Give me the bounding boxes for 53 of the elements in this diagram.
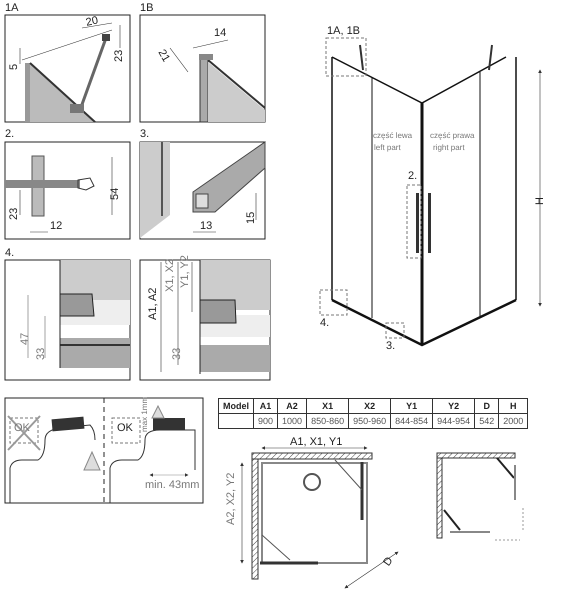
dimension-value: 13 bbox=[200, 221, 212, 232]
panel-number: 3. bbox=[140, 129, 150, 140]
dimension-value: 5 bbox=[9, 64, 20, 70]
dimension-value: 47 bbox=[20, 332, 31, 345]
column-header: X1 bbox=[306, 398, 349, 414]
callout-label: 3. bbox=[386, 341, 396, 352]
dimension-label: A2, X2, Y2 bbox=[226, 472, 237, 525]
column-header: A1 bbox=[254, 398, 278, 414]
tolerance-note: max 1mm bbox=[141, 396, 149, 432]
table-value: 2000 bbox=[498, 414, 528, 428]
column-header: H bbox=[498, 398, 528, 414]
dimension-value: 12 bbox=[50, 221, 62, 232]
column-header: Model bbox=[218, 398, 254, 414]
status-label: OK bbox=[117, 423, 133, 434]
part-label: część prawa bbox=[430, 132, 474, 140]
dimension-value: 23 bbox=[114, 50, 125, 62]
table-value: 542 bbox=[474, 414, 499, 428]
callout-label: 1A, 1B bbox=[327, 26, 360, 37]
dimension-value: 54 bbox=[110, 188, 121, 200]
panel-number: 1A bbox=[5, 3, 18, 14]
table-value: 950-960 bbox=[348, 414, 391, 428]
table-value: 844-854 bbox=[390, 414, 433, 428]
dimension-label: H bbox=[535, 197, 546, 205]
part-label: right part bbox=[433, 144, 465, 152]
column-header: Y2 bbox=[432, 398, 475, 414]
part-label: część lewa bbox=[373, 132, 412, 140]
dimension-note: min. 43mm bbox=[145, 480, 200, 491]
table-value: 900 bbox=[254, 414, 278, 428]
dimension-label: Y1, Y2 bbox=[180, 255, 191, 288]
dimension-value: 14 bbox=[214, 28, 226, 39]
callout-label: 4. bbox=[320, 318, 330, 329]
column-header: Y1 bbox=[390, 398, 433, 414]
dimension-value: 23 bbox=[9, 208, 20, 220]
dimension-value: 21 bbox=[155, 48, 172, 64]
part-label: left part bbox=[374, 144, 401, 152]
callout-label: 2. bbox=[408, 171, 418, 182]
dimension-value: 33 bbox=[36, 348, 47, 360]
column-header: X2 bbox=[348, 398, 391, 414]
table-value: 944-954 bbox=[432, 414, 475, 428]
column-header: D bbox=[474, 398, 499, 414]
dimension-label: X1, X2 bbox=[165, 258, 176, 292]
table-value: 850-860 bbox=[306, 414, 349, 428]
dimension-label: D bbox=[382, 555, 396, 568]
panel-number: 1B bbox=[140, 3, 154, 14]
dimension-label: A1, X1, Y1 bbox=[290, 437, 342, 448]
table-value: 1000 bbox=[278, 414, 307, 428]
dimension-label: A1, A2 bbox=[148, 288, 159, 320]
panel-number: 4. bbox=[5, 248, 14, 259]
dimension-value: 20 bbox=[85, 15, 100, 29]
column-header: A2 bbox=[278, 398, 307, 414]
panel-number: 2. bbox=[5, 129, 14, 140]
dimension-value: 15 bbox=[246, 212, 257, 224]
dimension-value: 33 bbox=[172, 348, 183, 360]
